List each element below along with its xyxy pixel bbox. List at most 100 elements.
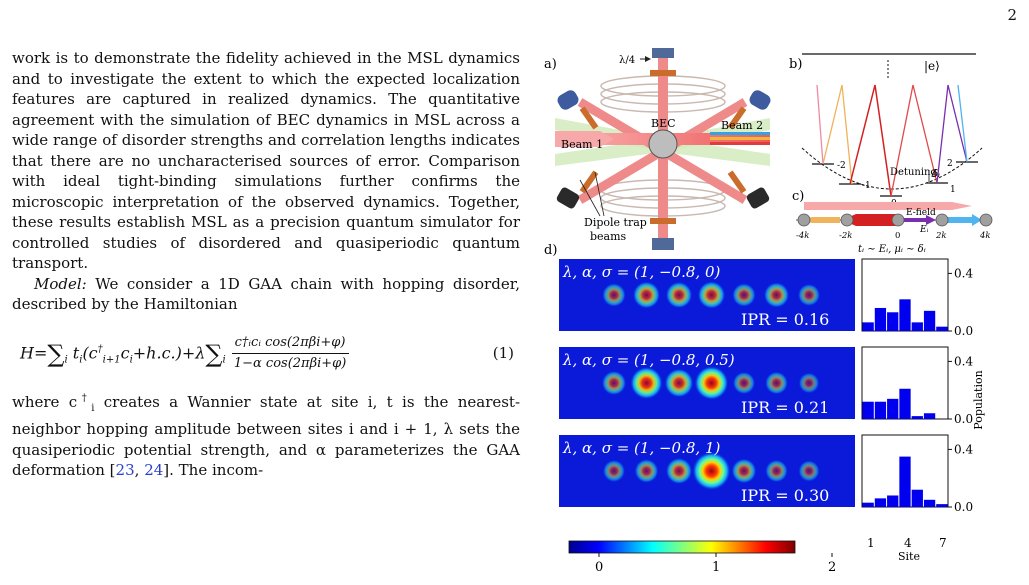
population-bar [887,495,899,507]
density-blob [798,372,820,394]
site-tick-7: 7 [939,536,947,550]
beam2-label: Beam 2 [721,119,763,132]
panel-d-rows: λ, α, σ = (1, −0.8, 0) IPR = 0.16 0.4 0.0 λ,… [559,258,973,514]
site-axis-label: Site [898,550,920,563]
colorbar-tick-1: 1 [712,560,720,575]
population-bar [911,322,923,331]
colorbar [568,540,796,554]
density-blob [731,458,757,484]
ytick-label: 0.0 [954,500,973,514]
panel-a-label: a) [544,57,557,72]
population-bar [923,499,936,507]
population-bar [874,401,887,419]
site-tick-4: 4 [904,536,912,550]
panel-d: d) λ, α, σ = (1, −0.8, 0) IPR = 0.16 0.4 0.… [544,243,985,575]
site-2k: 2k [935,231,947,241]
population-bar [862,401,874,419]
density-blob [694,365,729,401]
site-4k: 4k [979,231,991,241]
population-bar [936,326,948,331]
level-2: 2 [947,159,953,169]
density-blob [764,459,789,483]
paragraph-2: Model: We consider a 1D GAA chain with h… [12,274,520,314]
population-bar [874,307,887,331]
ipr-label: IPR = 0.16 [741,310,829,329]
population-bar [911,489,923,507]
citation-24[interactable]: 24 [144,461,164,479]
detuning-label: Detuning [890,167,937,178]
site-minus4k: -4k [796,231,809,241]
density-blob [692,451,731,491]
density-blob [763,282,790,308]
level-1: 1 [950,185,956,195]
text-column: work is to demonstrate the fidelity achi… [12,48,520,481]
density-blob [798,460,820,482]
row-params-label: λ, α, σ = (1, −0.8, 0.5) [562,351,735,369]
row-params-label: λ, α, σ = (1, −0.8, 0) [562,263,720,281]
density-blob [665,457,693,485]
population-bar [899,299,911,331]
population-bar [936,504,948,507]
ytick-label: 0.0 [954,412,973,426]
population-axis-label: Population [972,370,985,429]
population-bar [923,310,936,331]
density-blob [732,371,756,395]
panel-a: a) λ/4 BEC Beam 1 Beam 2 Dipol [544,48,771,250]
citation-23[interactable]: 23 [115,461,135,479]
ei-label: Eᵢ [919,225,929,235]
dipole-label-1: Dipole trap [584,216,647,229]
row-params-label: λ, α, σ = (1, −0.8, 1) [562,439,720,457]
density-blob [797,283,821,307]
density-blob [665,281,693,309]
dipole-label-2: beams [590,230,627,243]
paragraph-3: where c†i creates a Wannier state at sit… [12,392,521,480]
equation-number: (1) [492,344,514,363]
panel-c: c) E-field Eᵢ -4k -2k 0 2k 4k tᵢ ∼ Eᵢ, μ… [792,189,993,255]
figure-svg: a) λ/4 BEC Beam 1 Beam 2 Dipol [544,48,993,575]
ipr-label: IPR = 0.30 [741,486,829,505]
efield-label: E-field [906,208,936,218]
population-bar [923,413,936,419]
hamiltonian: H=∑i ti(c†i+1ci+h.c.)+λ∑i c†ᵢcᵢ cos(2πβi… [20,333,349,375]
ytick-label: 0.0 [954,324,973,338]
ytick-label: 0.4 [954,354,973,368]
lambda-quarter-label: λ/4 [619,55,635,66]
population-bar [899,456,911,507]
density-blob [697,280,726,310]
population-bar [899,388,911,419]
site-tick-1: 1 [867,536,875,550]
equation-1: H=∑i ti(c†i+1ci+h.c.)+λ∑i c†ᵢcᵢ cos(2πβi… [12,333,520,375]
potential-fraction: c†ᵢcᵢ cos(2πβi+φ)1−α cos(2πβi+φ) [231,333,349,375]
site-0: 0 [895,231,900,241]
relation-label: tᵢ ∼ Eᵢ, μᵢ ∼ δᵢ [858,244,926,255]
delta-label: δᵢ [932,169,940,180]
site-minus2k: -2k [839,231,852,241]
population-bar [874,498,887,507]
density-blob [764,371,789,395]
ipr-label: IPR = 0.21 [741,398,829,417]
panel-b: b) |e⟩ -2 -1 0 1 2 Detuning δᵢ [789,53,983,209]
population-bar [862,322,874,331]
density-blob [602,459,626,483]
excited-state-label: |e⟩ [924,59,940,73]
colorbar-tick-0: 0 [595,560,603,575]
colorbar-tick-2: 2 [828,560,836,575]
density-blob [731,282,757,308]
model-label: Model: [34,274,87,293]
population-bar [911,416,923,419]
level-minus1: -1 [862,181,871,191]
density-blob [664,368,694,398]
panel-c-label: c) [792,189,804,204]
paragraph-1: work is to demonstrate the fidelity achi… [12,49,520,272]
ytick-label: 0.4 [954,266,973,280]
density-blob [601,282,627,308]
population-bar [862,502,874,507]
ytick-label: 0.4 [954,442,973,456]
page-number: 2 [1007,6,1017,24]
population-bar [887,312,899,331]
panel-d-label: d) [544,243,557,258]
bec-label: BEC [651,117,676,130]
density-blob [634,458,659,484]
level-minus2: -2 [837,161,846,171]
panel-b-label: b) [789,57,802,72]
